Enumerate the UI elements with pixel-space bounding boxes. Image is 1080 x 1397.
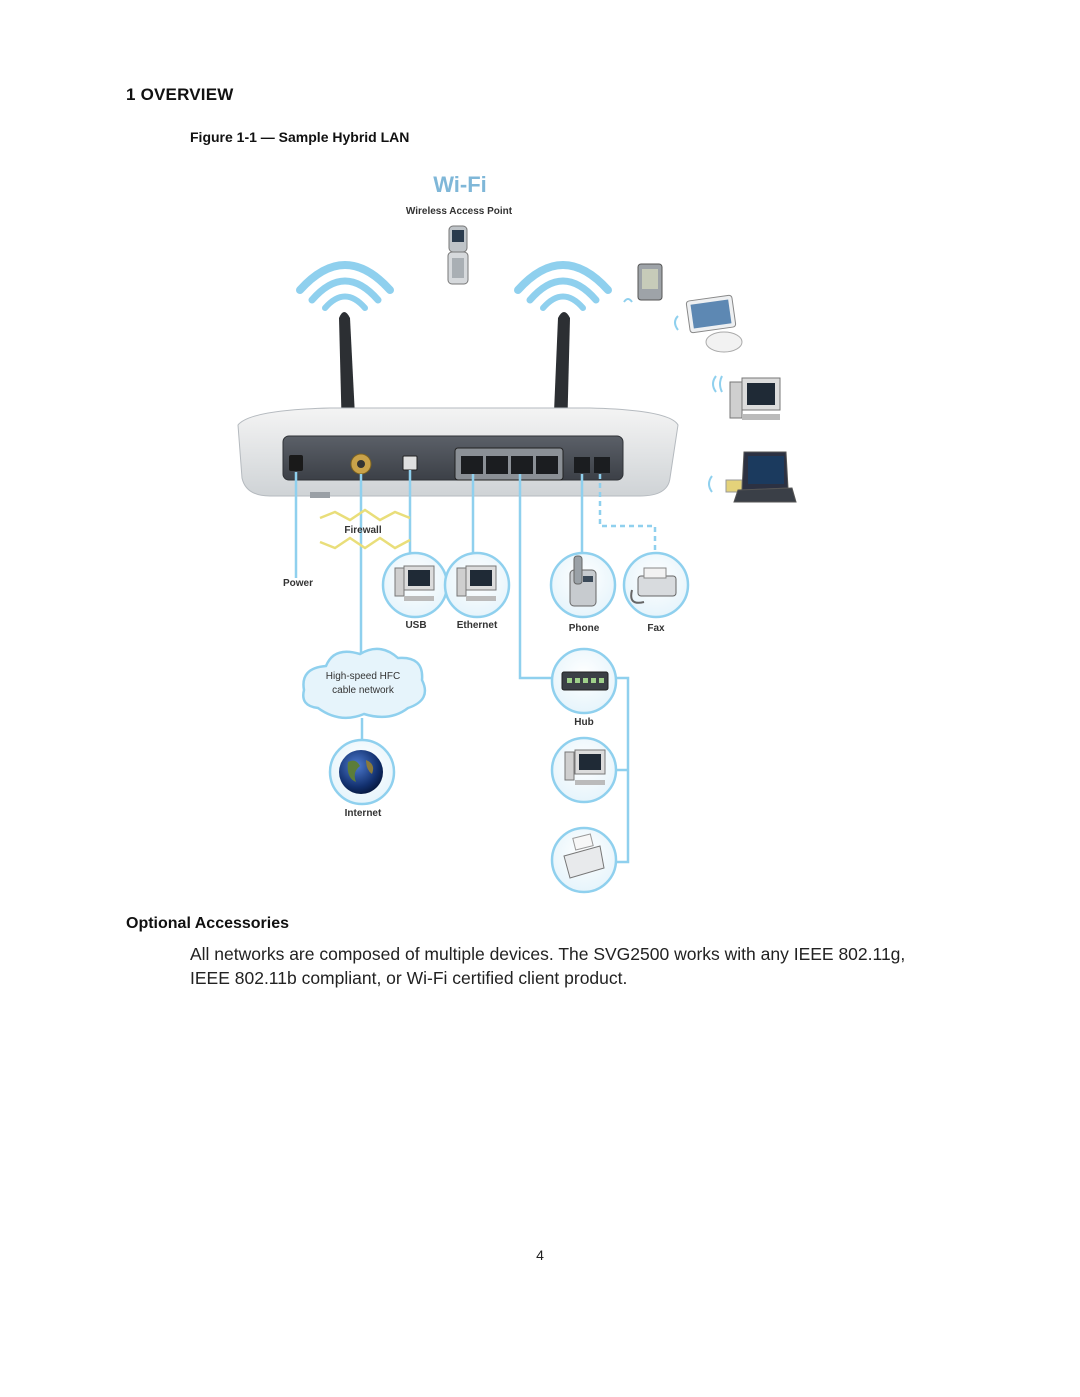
power-label: Power — [283, 578, 313, 589]
power-port-icon — [289, 455, 303, 471]
body-paragraph: All networks are composed of multiple de… — [190, 944, 906, 988]
antenna-left — [339, 312, 356, 436]
hub-computer-icon — [550, 736, 618, 804]
firewall-label: Firewall — [344, 525, 381, 536]
tel-port-1-icon — [574, 457, 590, 473]
cloud-label-line2: cable network — [332, 685, 395, 696]
hub-icon — [550, 647, 618, 715]
antenna-right — [553, 312, 570, 436]
figure-caption: Figure 1-1 — Sample Hybrid LAN — [190, 129, 410, 145]
ethernet-computer-icon — [443, 551, 511, 619]
desktop-computer-icon — [712, 375, 781, 420]
hybrid-lan-diagram: Wi-Fi Wireless Access Point — [237, 172, 797, 894]
firewall-zigzag — [319, 508, 411, 550]
ethernet-port-4-icon — [536, 456, 558, 474]
section-title: 1 OVERVIEW — [126, 85, 234, 104]
pda-icon — [623, 263, 663, 303]
flip-phone-icon — [447, 225, 469, 285]
access-point-label: Wireless Access Point — [406, 206, 513, 217]
wifi-logo: Wi-Fi — [433, 172, 487, 197]
ethernet-port-1-icon — [461, 456, 483, 474]
phone-icon — [549, 551, 617, 619]
hub-label: Hub — [574, 717, 593, 728]
fax-icon — [622, 551, 690, 619]
wifi-signal-left-icon — [296, 261, 394, 311]
ethernet-port-2-icon — [486, 456, 508, 474]
laptop-icon — [708, 451, 797, 503]
usb-port-icon — [402, 455, 418, 471]
wifi-signal-right-icon — [514, 261, 612, 311]
usb-computer-icon — [381, 551, 449, 619]
internet-label: Internet — [345, 808, 382, 819]
router-device — [237, 407, 679, 498]
ethernet-port-3-icon — [511, 456, 533, 474]
connection-lines — [294, 470, 657, 864]
ethernet-label: Ethernet — [457, 620, 498, 631]
imac-icon — [674, 294, 743, 353]
fax-label: Fax — [647, 623, 665, 634]
phone-label: Phone — [569, 623, 600, 634]
cloud-icon — [302, 647, 427, 720]
printer-icon — [550, 826, 618, 894]
tel-port-2-icon — [594, 457, 610, 473]
page-number: 4 — [536, 1247, 544, 1263]
globe-icon — [328, 738, 396, 806]
cloud-label-line1: High-speed HFC — [326, 671, 400, 682]
usb-label: USB — [405, 620, 426, 631]
subsection-title: Optional Accessories — [126, 915, 290, 932]
